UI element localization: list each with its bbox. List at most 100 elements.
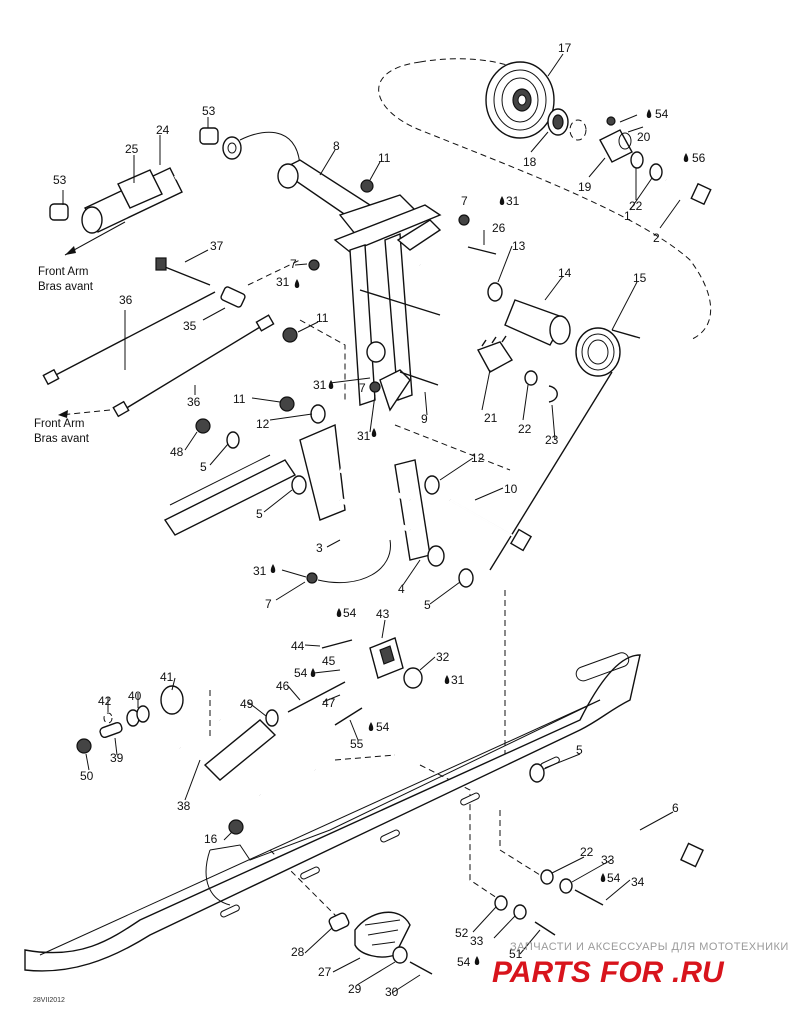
label-22: 22	[518, 422, 532, 436]
axle-assembly	[299, 423, 445, 567]
bushing-28	[328, 912, 350, 932]
bolt-2	[665, 178, 712, 206]
front-slide-plate	[163, 454, 297, 536]
label-2: 2	[653, 231, 660, 245]
label-38: 38	[177, 799, 191, 813]
washer-22-low	[540, 869, 554, 885]
label-29: 29	[348, 982, 362, 996]
label-7: 7	[461, 194, 468, 208]
label-54: 54	[655, 107, 669, 121]
nut-11-low	[279, 396, 295, 412]
nut-20	[606, 116, 616, 126]
bushing-53-left	[49, 203, 69, 221]
svg-text:PARTS: PARTS	[492, 956, 591, 989]
clamp-43	[369, 637, 404, 679]
label-36: 36	[119, 293, 133, 307]
watermark-tagline: ЗАПЧАСТИ И АКСЕССУАРЫ ДЛЯ МОТОТЕХНИКИ	[510, 941, 789, 953]
svg-text:FOR: FOR	[600, 956, 664, 989]
rear-arm-plates	[349, 219, 503, 406]
label-33: 33	[470, 934, 484, 948]
label-28: 28	[291, 945, 305, 959]
label-37: 37	[210, 239, 224, 253]
nut-11-mid	[282, 327, 298, 343]
bolt-10	[449, 499, 533, 552]
label-6: 6	[672, 801, 679, 815]
label-10: 10	[504, 482, 518, 496]
label-33: 33	[601, 853, 615, 867]
label-31: 31	[253, 564, 267, 578]
label-7: 7	[290, 257, 297, 271]
washer-5-a	[226, 431, 240, 449]
label-14: 14	[558, 266, 572, 280]
label-16: 16	[204, 832, 218, 846]
washer-49	[265, 709, 279, 727]
label-22: 22	[580, 845, 594, 859]
label-24: 24	[156, 123, 170, 137]
circlip	[569, 119, 587, 141]
spacer-35	[220, 286, 246, 308]
label-11: 11	[316, 311, 329, 325]
label-13: 13	[512, 239, 526, 253]
bushing-53-right	[199, 127, 219, 145]
label-52: 52	[455, 926, 469, 940]
label-32: 32	[436, 650, 450, 664]
label-27: 27	[318, 965, 332, 979]
label-11: 11	[378, 151, 391, 165]
bolt-51	[534, 921, 556, 936]
nut-7-axle	[306, 572, 318, 584]
label-1: 1	[624, 209, 631, 223]
bolt-30	[409, 961, 433, 975]
upper-arm	[277, 159, 442, 253]
label-5: 5	[256, 507, 263, 521]
label-54: 54	[343, 606, 357, 620]
washer-22-top	[630, 151, 644, 169]
label-31: 31	[357, 429, 371, 443]
label-12: 12	[256, 417, 270, 431]
label-23: 23	[545, 433, 559, 447]
bolt-34	[574, 889, 604, 906]
label-3: 3	[316, 541, 323, 555]
label-30: 30	[385, 985, 399, 999]
rod-36-lower	[112, 314, 275, 418]
label-31: 31	[451, 673, 465, 687]
bolt-6	[547, 778, 704, 868]
label-31: 31	[506, 194, 520, 208]
label-44: 44	[291, 639, 305, 653]
adjuster-21	[476, 335, 514, 373]
nut-50	[76, 738, 92, 754]
svg-text:.RU: .RU	[672, 956, 725, 989]
nut-7-low	[369, 381, 381, 393]
label-18: 18	[523, 155, 537, 169]
washer-33-b	[513, 904, 527, 920]
label-25: 25	[125, 142, 139, 156]
washer-12-upper	[310, 404, 326, 424]
label-12: 12	[471, 451, 485, 465]
label-42: 42	[98, 694, 112, 708]
label-5: 5	[576, 743, 583, 757]
label-19: 19	[578, 180, 592, 194]
nut-7-top	[458, 214, 470, 226]
label-31: 31	[313, 378, 327, 392]
nut-16	[228, 819, 244, 835]
shock-to-rail-line	[239, 131, 301, 171]
label-7: 7	[359, 381, 366, 395]
washer-1	[649, 163, 663, 181]
slide-rail	[24, 652, 641, 972]
nut-11-top	[360, 179, 374, 193]
nut-32	[403, 667, 423, 689]
nut-7-mid	[308, 259, 320, 271]
rod-36-upper	[42, 291, 216, 386]
label-5: 5	[200, 460, 207, 474]
assembly-loop-outline	[378, 61, 712, 341]
label-51: 51	[509, 947, 523, 961]
label-17: 17	[558, 41, 572, 55]
label-40: 40	[128, 689, 142, 703]
label-5: 5	[424, 598, 431, 612]
nut-48	[195, 418, 211, 434]
label-35: 35	[183, 319, 197, 333]
threadlock-drops	[270, 109, 689, 965]
front-arm-note-2-fr: Bras avant	[34, 433, 90, 445]
bolt-37	[155, 257, 211, 286]
label-22: 22	[629, 199, 643, 213]
